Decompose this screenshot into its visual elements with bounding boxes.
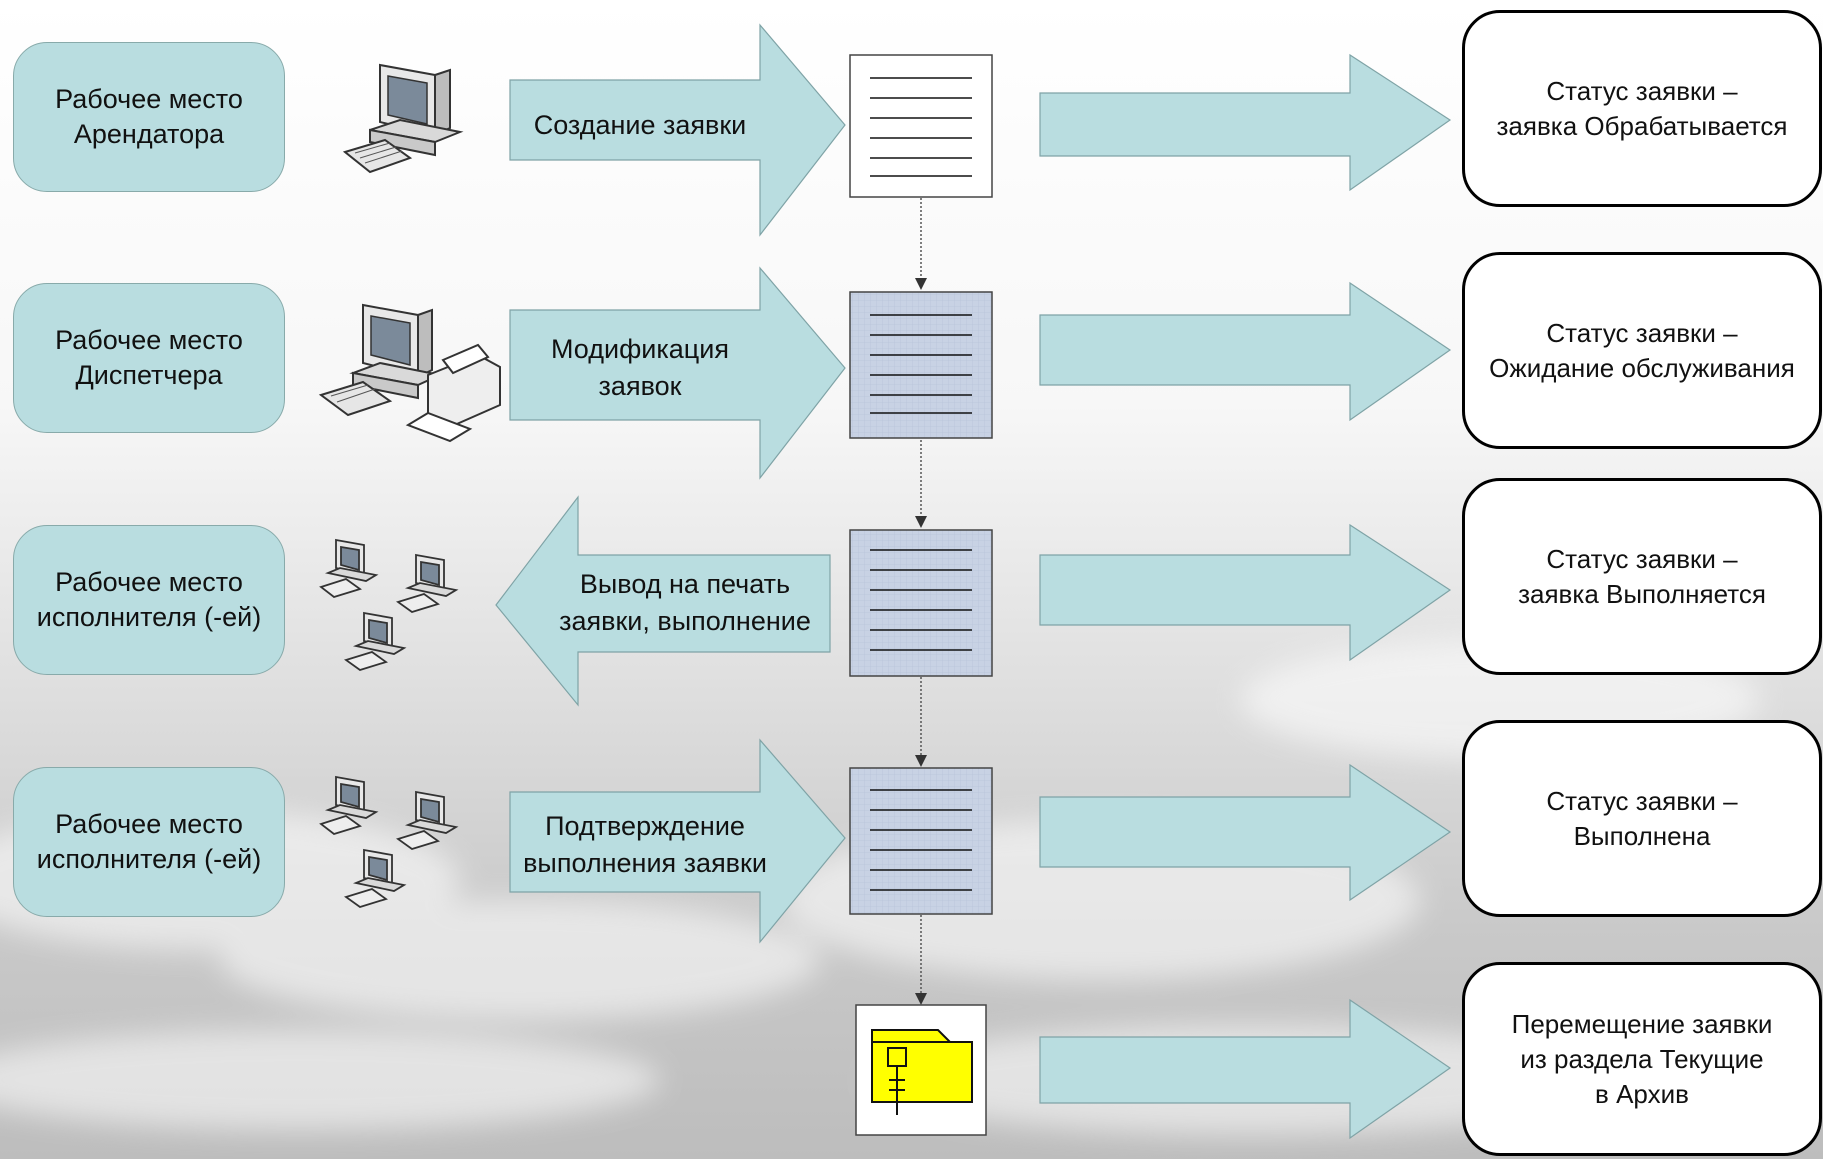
- status-box-completed: Статус заявки – Выполнена: [1462, 720, 1822, 917]
- archive-folder-icon: [855, 1004, 987, 1136]
- action-arrow-modify: [509, 266, 846, 480]
- document-icon: [849, 529, 993, 677]
- role-label: Рабочее место Диспетчера: [55, 325, 243, 390]
- status-arrow-4: [1039, 763, 1452, 902]
- computer-printer-icon: [318, 303, 501, 443]
- role-tenant-box: Рабочее место Арендатора: [13, 42, 285, 192]
- status-arrow-3: [1039, 523, 1452, 662]
- action-label-confirm: Подтверждение выполнения заявки: [523, 811, 767, 878]
- document-icon: [849, 54, 993, 198]
- role-label: Рабочее место исполнителя (-ей): [36, 567, 262, 632]
- network-computers-icon: [319, 775, 459, 908]
- action-arrow-print: [495, 495, 831, 707]
- network-computers-icon: [319, 538, 459, 671]
- role-dispatcher-box: Рабочее место Диспетчера: [13, 283, 285, 433]
- status-box-processing: Статус заявки – заявка Обрабатывается: [1462, 10, 1822, 207]
- status-box-archive: Перемещение заявки из раздела Текущие в …: [1462, 962, 1822, 1156]
- action-label-modify: Модификация заявок: [551, 334, 729, 401]
- action-arrow-create: [509, 23, 846, 237]
- document-icon: [849, 767, 993, 915]
- action-label-create: Создание заявки: [533, 109, 747, 140]
- status-box-in-progress: Статус заявки – заявка Выполняется: [1462, 478, 1822, 675]
- document-icon: [849, 291, 993, 439]
- role-label: Рабочее место исполнителя (-ей): [36, 809, 262, 874]
- status-box-awaiting-service: Статус заявки – Ожидание обслуживания: [1462, 252, 1822, 449]
- action-label-print: Вывод на печать заявки, выполнение: [559, 569, 811, 636]
- status-arrow-5: [1039, 998, 1452, 1140]
- action-arrow-confirm: [509, 738, 846, 944]
- role-executor-box-1: Рабочее место исполнителя (-ей): [13, 525, 285, 675]
- status-arrow-1: [1039, 53, 1452, 192]
- status-arrow-2: [1039, 281, 1452, 422]
- role-executor-box-2: Рабочее место исполнителя (-ей): [13, 767, 285, 917]
- role-label: Рабочее место Арендатора: [55, 84, 243, 149]
- computer-icon: [342, 63, 464, 174]
